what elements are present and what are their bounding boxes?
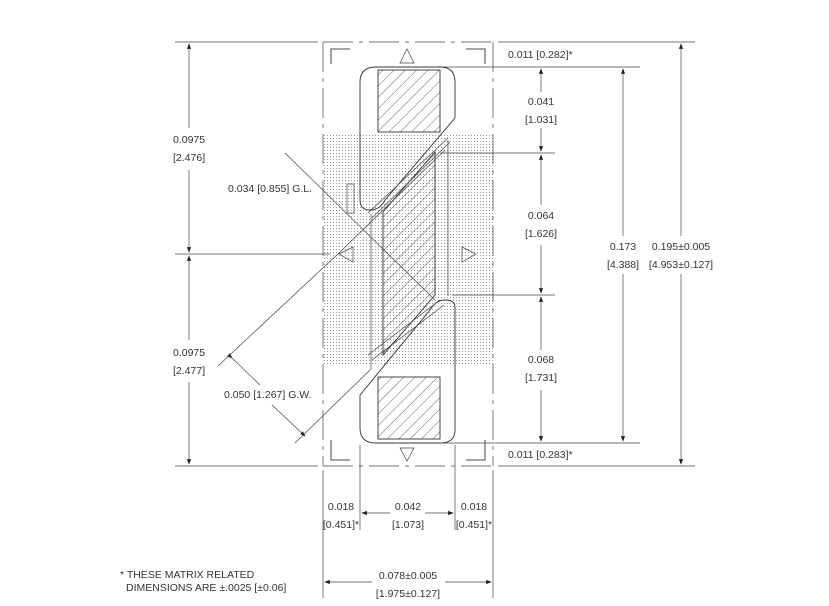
- top-bond-pad: [377, 69, 441, 133]
- gate-width-leaders: [217, 149, 446, 444]
- dim-inner-height-mm: [4.388]: [607, 259, 639, 271]
- dim-gate-width: 0.050 [1.267] G.W.: [224, 389, 312, 401]
- dim-right-margin-mm: [0.451]*: [456, 519, 492, 531]
- dim-center-width-in: 0.042: [395, 501, 421, 513]
- gate-edges: [346, 137, 451, 370]
- dim-lower-half-mm: [2.477]: [173, 365, 205, 377]
- dim-bottom-pad-in: 0.068: [528, 354, 554, 366]
- dim-upper-half-in: 0.0975: [173, 134, 205, 146]
- dim-left-margin-in: 0.018: [328, 501, 354, 513]
- bottom-pad-outline: [359, 299, 456, 444]
- extension-lines: [175, 41, 695, 467]
- tolerance-note-line1: * THESE MATRIX RELATED: [120, 569, 255, 581]
- gate-length-leader: [284, 152, 436, 301]
- dim-overall-height-mm: [4.953±0.127]: [649, 259, 713, 271]
- dim-lower-half-in: 0.0975: [173, 347, 205, 359]
- dim-overall-height-in: 0.195±0.005: [652, 241, 710, 253]
- dim-top-pad-in: 0.041: [528, 96, 554, 108]
- tolerance-note-line2: DIMENSIONS ARE ±.0025 [±0.06]: [126, 582, 286, 594]
- dim-upper-half-mm: [2.476]: [173, 152, 205, 164]
- dim-gate-span-in: 0.064: [528, 210, 554, 222]
- corner-marks: [330, 48, 486, 461]
- dim-left-margin-mm: [0.451]*: [323, 519, 359, 531]
- bottom-bond-pad: [377, 376, 441, 440]
- dim-gate-span-mm: [1.626]: [525, 228, 557, 240]
- bottom-extension-lines: [322, 445, 494, 598]
- orientation-triangles: [338, 48, 477, 462]
- dim-bottom-margin: 0.011 [0.283]*: [508, 449, 573, 461]
- dim-top-pad-mm: [1.031]: [525, 114, 557, 126]
- dim-top-margin: 0.011 [0.282]*: [508, 49, 573, 61]
- dim-right-margin-in: 0.018: [461, 501, 487, 513]
- dim-inner-height-in: 0.173: [610, 241, 636, 253]
- dim-bottom-pad-mm: [1.731]: [525, 372, 557, 384]
- bottom-dimension-lines: [324, 510, 492, 585]
- dim-overall-width-mm: [1.975±0.127]: [376, 588, 440, 600]
- dim-overall-width-in: 0.078±0.005: [379, 570, 437, 582]
- dim-center-width-mm: [1.073]: [392, 519, 424, 531]
- top-pad-outline: [359, 66, 456, 211]
- gate-region: [382, 150, 436, 357]
- right-dimension-lines: [538, 43, 684, 465]
- dim-gate-length: 0.034 [0.855] G.L.: [228, 183, 312, 195]
